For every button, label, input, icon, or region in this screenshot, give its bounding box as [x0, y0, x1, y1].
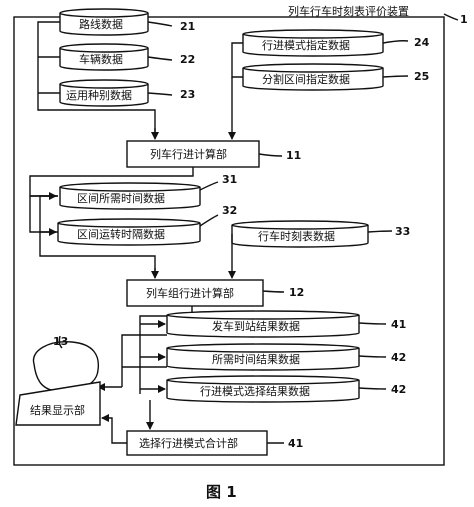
unit-group-calc-ref: 12 — [289, 286, 304, 299]
db-section-time: 区间所需时间数据 — [59, 182, 201, 210]
db-section-spec-leader — [382, 75, 409, 78]
db-timetable-ref: 33 — [395, 225, 410, 238]
db-required-time-result-ref: 42 — [391, 351, 406, 364]
mode-total-to-display — [101, 414, 127, 444]
db-arrival-result-leader — [358, 322, 387, 325]
db-section-spec-ref: 25 — [414, 70, 429, 83]
display-blob — [32, 341, 100, 392]
unit-train-calc-leader — [258, 153, 283, 157]
db-section-interval-ref: 32 — [222, 204, 237, 217]
db-section-time-leader — [199, 181, 219, 191]
db-section-spec-label: 分割区间指定数据 — [262, 72, 350, 86]
db-operation-type-ref: 23 — [180, 88, 195, 101]
unit-group-calc-leader — [262, 290, 285, 293]
unit-mode-total — [126, 430, 268, 456]
db-arrival-result: 发车到站结果数据 — [166, 310, 360, 338]
display-blob-leader — [58, 335, 63, 349]
db-arrival-result-ref: 41 — [391, 318, 406, 331]
db-section-time-label: 区间所需时间数据 — [77, 191, 165, 205]
right-input-bus — [231, 42, 243, 78]
db-mode-selection-result-leader — [358, 387, 387, 390]
group-calc-output-bus — [139, 306, 193, 394]
db-operation-type-label: 运用种别数据 — [66, 88, 132, 102]
db-route-leader — [147, 21, 173, 27]
display-ref: 13 — [53, 335, 68, 348]
device-frame — [13, 16, 445, 466]
db-vehicle-ref: 22 — [180, 53, 195, 66]
db-travel-mode-spec-leader — [382, 40, 409, 44]
db-vehicle-label: 车辆数据 — [79, 52, 123, 66]
db-vehicle-leader — [147, 56, 173, 61]
db-operation-type-leader — [147, 92, 173, 96]
unit-group-calc — [126, 279, 264, 307]
db-travel-mode-spec-label: 行进模式指定数据 — [262, 38, 350, 52]
unit-train-calc — [126, 140, 260, 168]
unit-display — [15, 381, 101, 426]
unit-group-calc-label: 列车组行进计算部 — [146, 286, 234, 300]
unit-mode-total-label: 选择行进模式合计部 — [139, 436, 238, 450]
db-mode-selection-result: 行进模式选择结果数据 — [166, 375, 360, 403]
db-timetable-label: 行车时刻表数据 — [258, 229, 335, 243]
unit-display-label: 结果显示部 — [30, 403, 85, 417]
db-route-label: 路线数据 — [79, 17, 123, 31]
device-ref-leader — [443, 13, 459, 21]
unit-train-calc-label: 列车行进计算部 — [150, 147, 227, 161]
db-route-ref: 21 — [180, 20, 195, 33]
db-required-time-result-label: 所需时间结果数据 — [212, 352, 300, 366]
left-input-bus — [37, 21, 156, 137]
db-mode-selection-result-label: 行进模式选择结果数据 — [200, 384, 310, 398]
db-section-time-ref: 31 — [222, 173, 237, 186]
db-section-interval: 区间运转时隔数据 — [57, 218, 201, 246]
device-ref: 1 — [460, 13, 468, 26]
db-travel-mode-spec-ref: 24 — [414, 36, 430, 49]
db-operation-type: 运用种别数据 — [59, 79, 149, 107]
db-vehicle: 车辆数据 — [59, 43, 149, 71]
db-arrival-result-label: 发车到站结果数据 — [212, 319, 300, 333]
db-travel-mode-spec: 行进模式指定数据 — [242, 29, 384, 57]
group-calc-input-left — [39, 195, 156, 276]
db-section-spec: 分割区间指定数据 — [242, 63, 384, 91]
db-required-time-result-leader — [358, 355, 387, 358]
db-required-time-result: 所需时间结果数据 — [166, 343, 360, 371]
db-route: 路线数据 — [59, 8, 149, 36]
results-to-display-bus — [121, 334, 167, 387]
db-section-interval-leader — [199, 214, 219, 227]
unit-train-calc-ref: 11 — [286, 149, 301, 162]
device-title: 列车行车时刻表评价装置 — [288, 4, 409, 18]
db-mode-selection-result-ref: 42 — [391, 383, 406, 396]
unit-mode-total-ref: 41 — [288, 437, 303, 450]
figure-caption: 图 1 — [206, 483, 237, 501]
db-timetable-leader — [367, 230, 393, 233]
db-section-interval-label: 区间运转时隔数据 — [77, 227, 165, 241]
db-timetable: 行车时刻表数据 — [231, 220, 369, 248]
